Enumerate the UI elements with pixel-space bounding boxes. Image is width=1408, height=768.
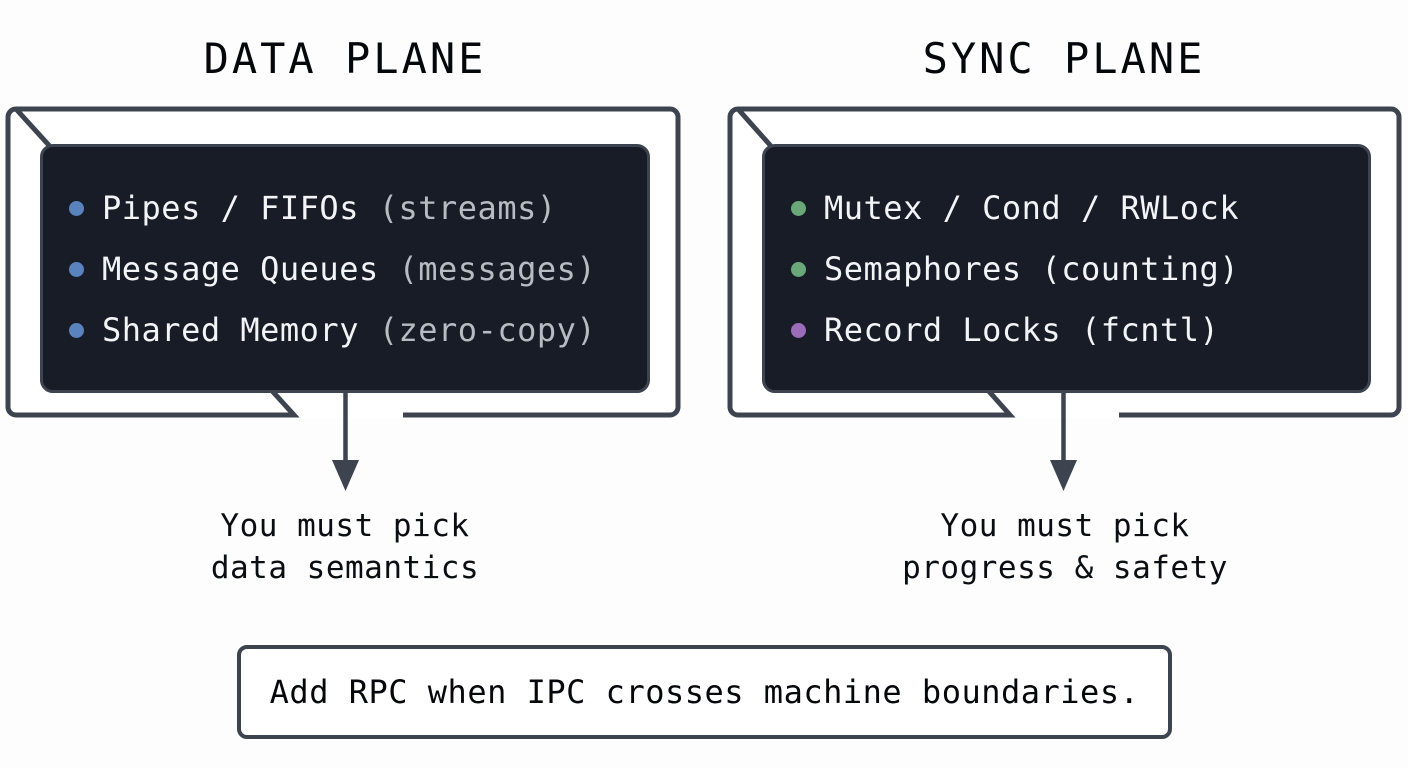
caption-line-1: You must pick: [220, 508, 470, 544]
list-item: Mutex / Cond / RWLock: [791, 187, 1342, 229]
bullet-dot-icon: [69, 323, 84, 338]
footer-note-text: Add RPC when IPC crosses machine boundar…: [269, 673, 1140, 711]
data-plane-arrow-icon: [332, 392, 359, 491]
bullet-dot-icon: [791, 323, 806, 338]
caption-line-1: You must pick: [940, 508, 1190, 544]
list-item-label: Message Queues (messages): [102, 249, 597, 288]
data-plane-caption: You must pick data semantics: [45, 505, 645, 589]
list-item-label: Mutex / Cond / RWLock: [824, 188, 1240, 227]
sync-plane-title: SYNC PLANE: [922, 34, 1206, 83]
sync-plane-panel-frame: [727, 106, 1402, 418]
list-item-label: Semaphores (counting): [824, 249, 1240, 288]
data-plane-card: Pipes / FIFOs (streams) Message Queues (…: [40, 144, 650, 393]
bullet-dot-icon: [69, 201, 84, 216]
sync-plane-arrow-icon: [1050, 392, 1077, 491]
list-item: Semaphores (counting): [791, 248, 1342, 290]
data-plane-panel-frame: [5, 106, 681, 418]
list-item-label: Shared Memory (zero-copy): [102, 310, 597, 349]
footer-note-box: Add RPC when IPC crosses machine boundar…: [237, 645, 1172, 739]
sync-plane-card: Mutex / Cond / RWLock Semaphores (counti…: [762, 144, 1371, 393]
list-item: Pipes / FIFOs (streams): [69, 187, 621, 229]
sync-plane-panel: Mutex / Cond / RWLock Semaphores (counti…: [727, 106, 1402, 418]
bullet-dot-icon: [791, 201, 806, 216]
bullet-dot-icon: [69, 262, 84, 277]
bullet-dot-icon: [791, 262, 806, 277]
data-plane-title: DATA PLANE: [203, 34, 487, 83]
sync-plane-caption: You must pick progress & safety: [765, 505, 1365, 589]
list-item-label: Record Locks (fcntl): [824, 310, 1220, 349]
list-item: Shared Memory (zero-copy): [69, 309, 621, 351]
list-item-label: Pipes / FIFOs (streams): [102, 188, 557, 227]
list-item: Message Queues (messages): [69, 248, 621, 290]
caption-line-2: progress & safety: [902, 550, 1228, 586]
list-item: Record Locks (fcntl): [791, 309, 1342, 351]
caption-line-2: data semantics: [210, 550, 480, 586]
data-plane-panel: Pipes / FIFOs (streams) Message Queues (…: [5, 106, 681, 418]
